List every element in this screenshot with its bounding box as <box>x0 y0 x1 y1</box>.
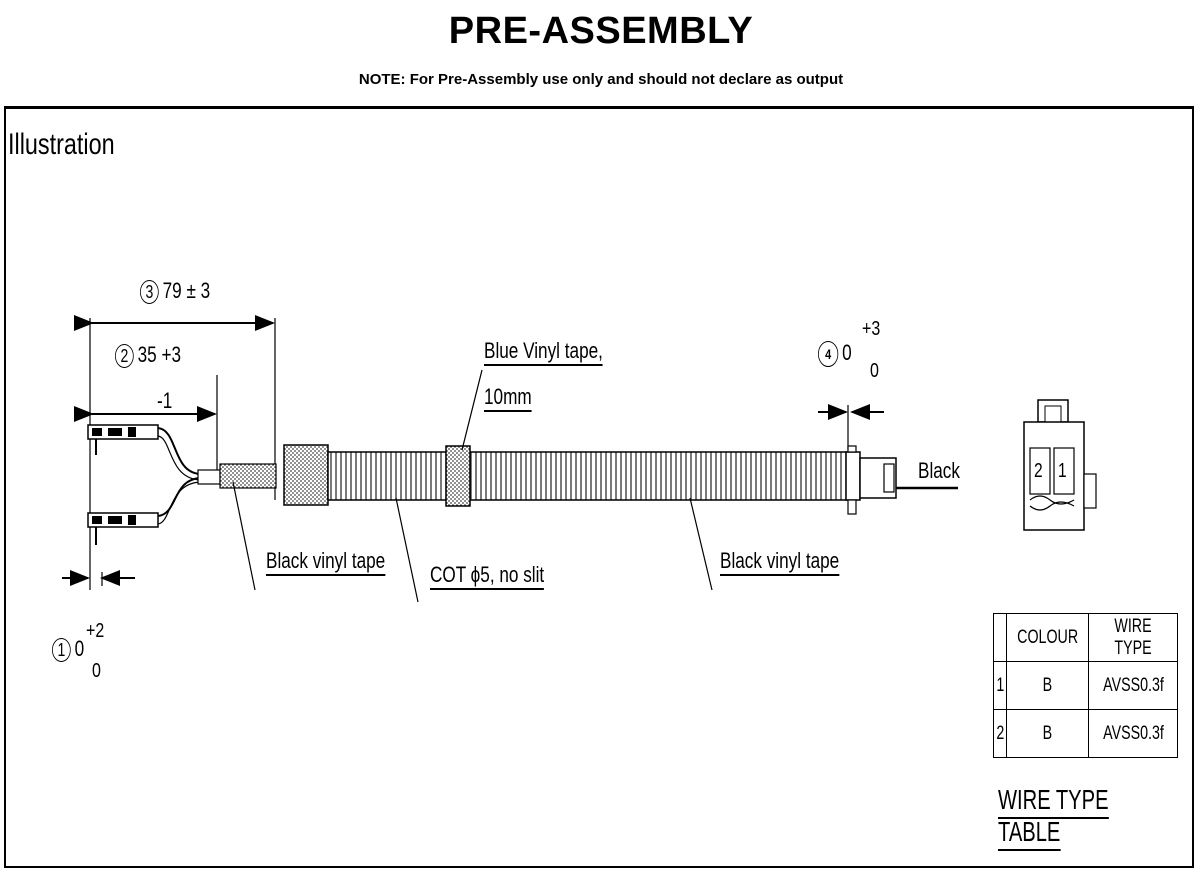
wire-lower <box>157 477 201 517</box>
dim-35-tol-lower: -1 <box>157 388 173 413</box>
connector-pin-2: 2 <box>1034 460 1043 482</box>
connector-pin-1: 1 <box>1058 460 1067 482</box>
terminal-upper <box>87 424 159 455</box>
black-vinyl-tape-left <box>219 463 277 489</box>
dim-1-number: 1 <box>52 638 71 663</box>
leader-black-tape-left <box>232 481 256 591</box>
black-wire-callout: Black <box>918 458 960 483</box>
leader-cot <box>395 497 419 603</box>
table-row: 1 B AVSS0.3f <box>993 661 1179 710</box>
dim-4-number: 4 <box>818 341 839 368</box>
dim-79-value: 79 ± 3 <box>162 278 211 303</box>
wire-table-header-row: COLOUR WIRE TYPE <box>993 613 1179 662</box>
connector-face-view <box>1023 399 1097 531</box>
terminal-lower <box>87 512 159 545</box>
dim-1-tol-lower: 0 <box>92 660 101 682</box>
wire-table-colour: B <box>1005 661 1090 710</box>
dim-1-tol-upper: +2 <box>86 620 105 642</box>
black-tape-left-callout: Black vinyl tape <box>266 548 386 576</box>
wire-table-colour: B <box>1005 709 1090 758</box>
dim-35-number: 2 <box>115 344 134 369</box>
blue-tape-callout-line2: 10mm <box>484 384 532 412</box>
wire-type-table: COLOUR WIRE TYPE 1 B AVSS0.3f 2 B AVSS0.… <box>993 613 1179 758</box>
dim-4-tol-upper: +3 <box>862 318 881 340</box>
page-note: NOTE: For Pre-Assembly use only and shou… <box>358 71 844 88</box>
dim-35-value: 35 +3 <box>137 342 182 367</box>
dim-1-value: 0 <box>74 636 85 661</box>
wire-table-header-colour: COLOUR <box>1005 613 1090 662</box>
dim-4-tol-lower: 0 <box>870 360 879 382</box>
wire-table-pin: 1 <box>993 661 1007 710</box>
blue-tape-callout-line1: Blue Vinyl tape, <box>484 338 603 366</box>
wire-table-pin: 2 <box>993 709 1007 758</box>
dim-79-number: 3 <box>140 280 159 305</box>
page-title: PRE-ASSEMBLY <box>448 10 754 52</box>
cot-callout: COT ϕ5, no slit <box>430 562 545 590</box>
wire-table-wire-type: AVSS0.3f <box>1088 661 1179 710</box>
illustration-label: Illustration <box>8 128 115 161</box>
black-tape-right-callout: Black vinyl tape <box>720 548 840 576</box>
dim-4-value: 0 <box>842 340 852 365</box>
cot-tube <box>327 451 849 501</box>
wire-type-table-title: WIRE TYPE TABLE <box>998 784 1145 851</box>
blue-vinyl-tape-band <box>445 445 471 507</box>
tape-block-left <box>283 444 329 506</box>
leader-black-tape-right <box>689 497 713 591</box>
table-row: 2 B AVSS0.3f <box>993 709 1179 758</box>
wire-table-header-wire-type: WIRE TYPE <box>1088 613 1179 662</box>
wire-table-wire-type: AVSS0.3f <box>1088 709 1179 758</box>
illustration-frame <box>4 106 1194 868</box>
leader-blue-tape <box>461 369 483 451</box>
connector-body <box>845 445 897 515</box>
wire-upper <box>157 427 201 475</box>
wire-table-header-pin <box>993 613 1007 662</box>
